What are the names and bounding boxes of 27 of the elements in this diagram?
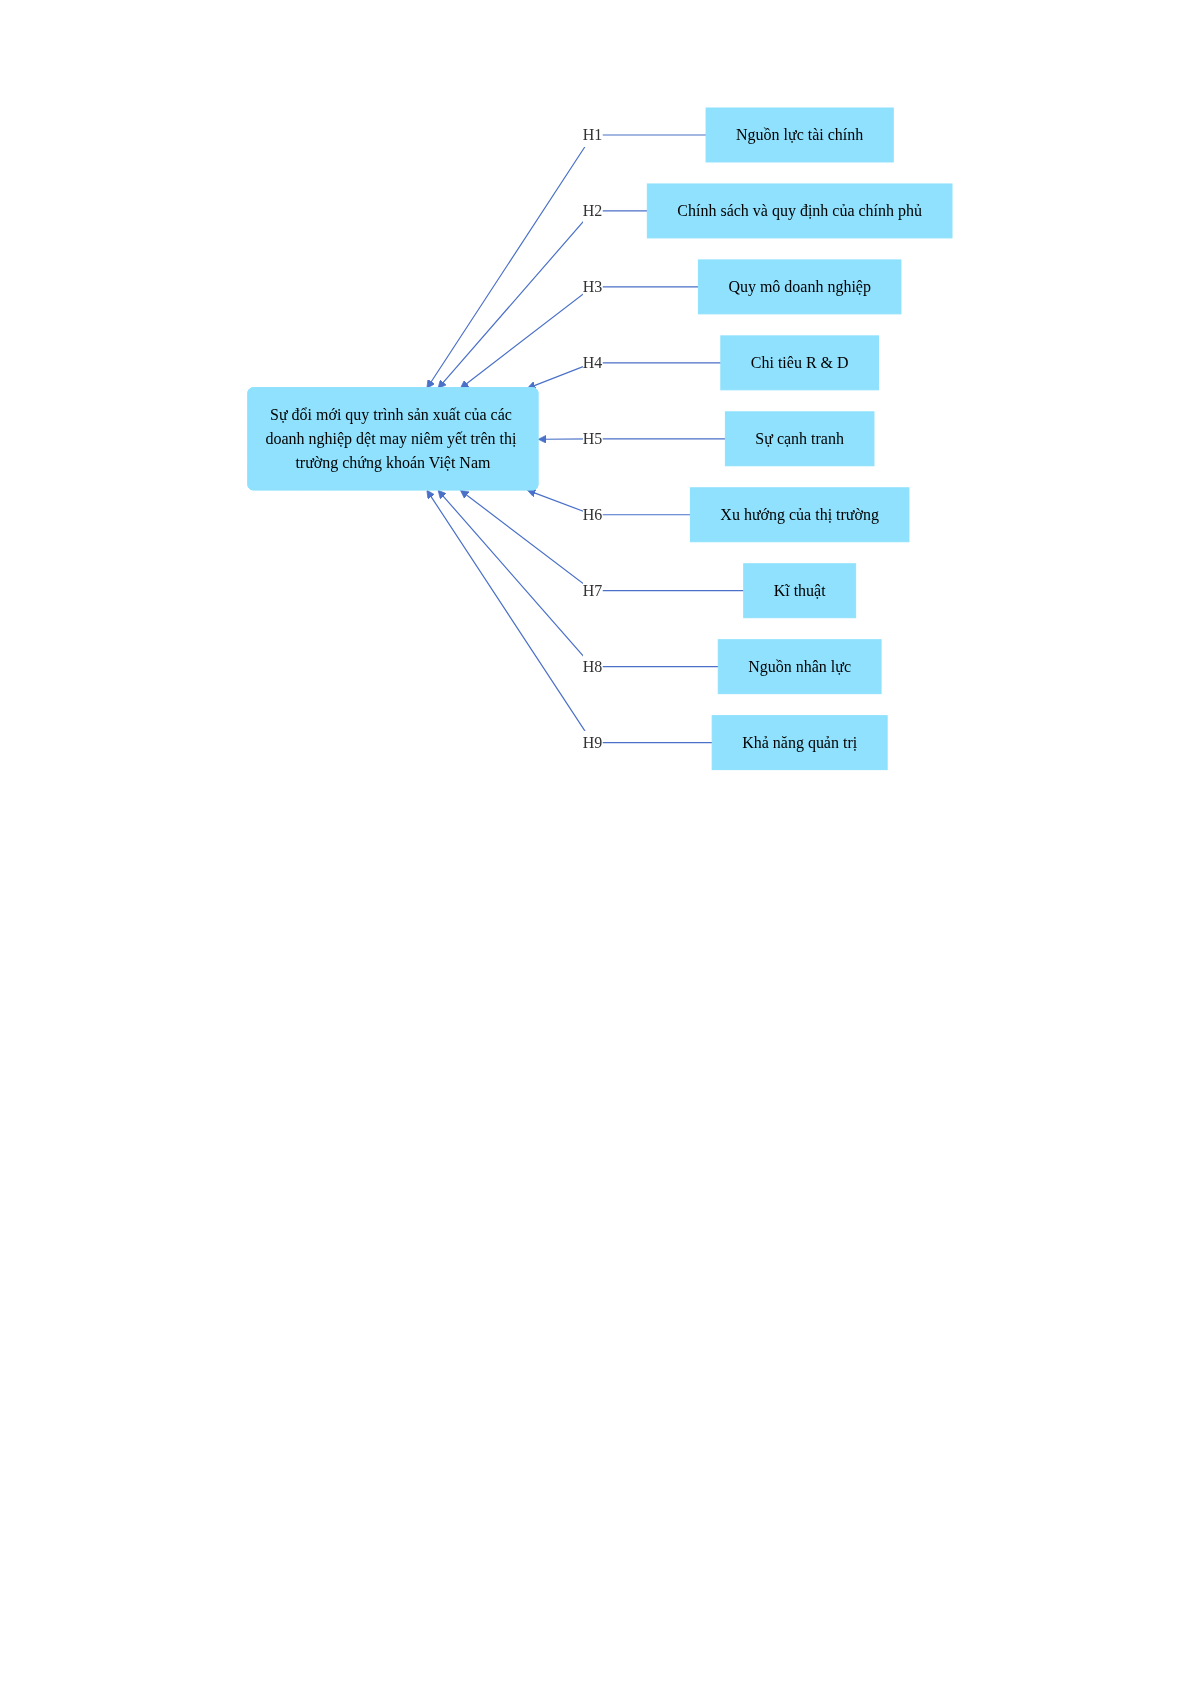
node-box: Kĩ thuật: [743, 563, 857, 619]
edge-label: H9: [582, 733, 603, 751]
edge-label: H2: [582, 201, 603, 219]
node-box: Sự cạnh tranh: [724, 411, 875, 467]
arrow: [537, 434, 726, 444]
node-box: Chi tiêu R & D: [720, 335, 879, 391]
arrow: [426, 134, 707, 389]
edge-label: H3: [582, 277, 603, 295]
arrow: [527, 488, 691, 516]
node-box: Quy mô doanh nghiệp: [697, 259, 902, 315]
edge-label: H8: [582, 657, 603, 675]
node-box: Nguồn lực tài chính: [705, 107, 894, 163]
arrow: [527, 362, 722, 390]
edge-label: H5: [582, 429, 603, 447]
node-box: Khả năng quản trị: [711, 715, 888, 771]
arrow: [437, 489, 719, 668]
node-box: Chính sách và quy định của chính phủ: [646, 183, 953, 239]
edge-label: H4: [582, 353, 603, 371]
node-box: Xu hướng của thị trường: [689, 487, 910, 543]
edge-label: H1: [582, 125, 603, 143]
arrow: [460, 286, 699, 389]
arrow: [426, 489, 713, 744]
arrow: [437, 210, 648, 389]
node-box: Nguồn nhân lực: [717, 639, 882, 695]
arrow: [460, 489, 745, 592]
edge-label: H6: [582, 505, 603, 523]
edge-label: H7: [582, 581, 603, 599]
